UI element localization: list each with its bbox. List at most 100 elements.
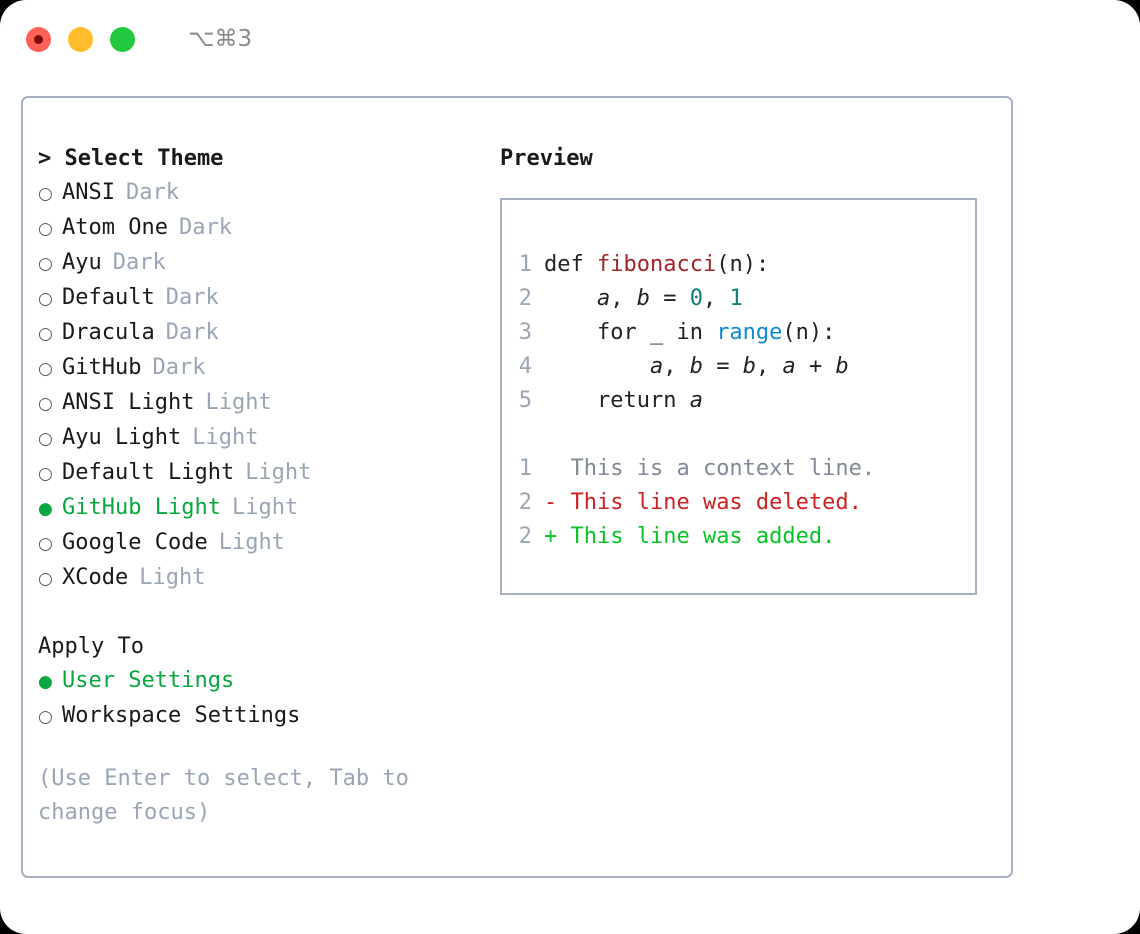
code-line: 2 a, b = 0, 1 — [517, 282, 875, 316]
code-token-var: b — [636, 286, 650, 311]
diff-text: This line was deleted. — [557, 490, 862, 515]
line-number: 4 — [518, 354, 532, 379]
code-diff-separator — [517, 418, 875, 452]
code-token-var: a — [782, 354, 796, 379]
theme-variant-badge: Light — [139, 565, 206, 590]
code-token-var: a — [649, 354, 664, 379]
minimize-button-icon[interactable] — [68, 26, 93, 52]
theme-option-ansi[interactable]: ○ ANSI Dark — [38, 176, 498, 211]
theme-variant-badge: Light — [218, 530, 285, 555]
radio-unselected-icon: ○ — [38, 184, 53, 204]
code-token-plain — [544, 286, 597, 311]
theme-option-label: Dracula — [62, 320, 155, 345]
theme-option-default[interactable]: ○ Default Dark — [38, 281, 498, 316]
theme-option-label: ANSI — [62, 180, 115, 205]
radio-unselected-icon: ○ — [38, 534, 53, 554]
apply-to-option-label: User Settings — [62, 668, 235, 693]
code-token-call: range — [716, 320, 783, 345]
code-line: 5 return a — [517, 384, 875, 418]
theme-option-dracula[interactable]: ○ Dracula Dark — [38, 316, 498, 351]
code-token-num: 0 — [689, 286, 703, 311]
apply-to-option-workspace-settings[interactable]: ○Workspace Settings — [38, 699, 498, 734]
radio-unselected-icon: ○ — [38, 707, 53, 727]
code-token-plain: def — [544, 252, 597, 277]
diff-text: This is a context line. — [557, 456, 876, 481]
theme-option-ayu-light[interactable]: ○ Ayu Light Light — [38, 421, 498, 456]
theme-variant-badge: Dark — [178, 215, 232, 240]
code-token-var: b — [835, 354, 849, 379]
code-line: 1 def fibonacci(n): — [517, 248, 875, 282]
theme-option-label: GitHub — [62, 355, 142, 380]
code-token-plain: , — [663, 354, 690, 379]
theme-option-label: GitHub Light — [62, 495, 221, 520]
line-number: 5 — [518, 388, 532, 413]
code-token-num: 1 — [729, 286, 743, 311]
theme-variant-badge: Light — [192, 425, 259, 450]
radio-unselected-icon: ○ — [38, 464, 53, 484]
code-token-plain — [544, 354, 650, 379]
maximize-button-icon[interactable] — [110, 26, 135, 52]
code-token-var: a — [689, 388, 703, 413]
line-number: 1 — [518, 456, 532, 481]
theme-option-label: ANSI Light — [62, 390, 195, 415]
code-token-plain: , — [610, 286, 637, 311]
radio-selected-icon: ● — [38, 499, 53, 519]
apply-to-list[interactable]: ● User Settings ○Workspace Settings — [38, 664, 498, 734]
code-token-var: a — [596, 286, 611, 311]
theme-variant-badge: Dark — [125, 180, 179, 205]
section-spacer — [38, 596, 498, 630]
code-token-var: b — [689, 354, 703, 379]
code-token-plain: (n): — [782, 320, 836, 345]
theme-variant-badge: Dark — [165, 285, 219, 310]
radio-unselected-icon: ○ — [38, 289, 53, 309]
theme-option-label: Default — [62, 285, 155, 310]
code-token-plain: (n): — [716, 252, 770, 277]
select-theme-header: > Select Theme — [38, 146, 224, 171]
theme-option-label: Ayu Light — [62, 425, 182, 450]
diff-marker — [544, 456, 557, 481]
line-number: 1 — [518, 252, 532, 277]
line-number: 2 — [518, 286, 532, 311]
radio-unselected-icon: ○ — [38, 324, 53, 344]
keyboard-shortcut-label: ⌥⌘3 — [188, 26, 253, 52]
code-token-plain: , — [755, 354, 783, 379]
line-number: 3 — [518, 320, 532, 345]
code-token-plain: = — [702, 354, 743, 379]
theme-option-label: Atom One — [62, 215, 168, 240]
close-button-icon[interactable] — [26, 26, 51, 52]
diff-line-add: 2+ This line was added. — [517, 520, 875, 554]
code-line: 3 for _ in range(n): — [517, 316, 875, 350]
radio-unselected-icon: ○ — [38, 254, 53, 274]
code-token-plain: return — [544, 388, 690, 413]
preview-title: Preview — [500, 146, 593, 171]
code-line: 4 a, b = b, a + b — [517, 350, 875, 384]
code-token-plain: , — [702, 286, 730, 311]
code-token-plain: + — [795, 354, 836, 379]
line-number: 2 — [518, 524, 532, 549]
theme-variant-badge: Light — [205, 390, 272, 415]
keyboard-hint-text: (Use Enter to select, Tab to change focu… — [38, 766, 423, 825]
diff-marker: + — [544, 524, 558, 549]
traffic-light-group — [26, 26, 135, 52]
theme-variant-badge: Dark — [165, 320, 219, 345]
line-number: 2 — [518, 490, 532, 515]
code-token-fn: fibonacci — [596, 252, 717, 277]
apply-to-option-user-settings[interactable]: ● User Settings — [38, 664, 498, 699]
radio-unselected-icon: ○ — [38, 429, 53, 449]
radio-selected-icon: ● — [38, 672, 53, 692]
